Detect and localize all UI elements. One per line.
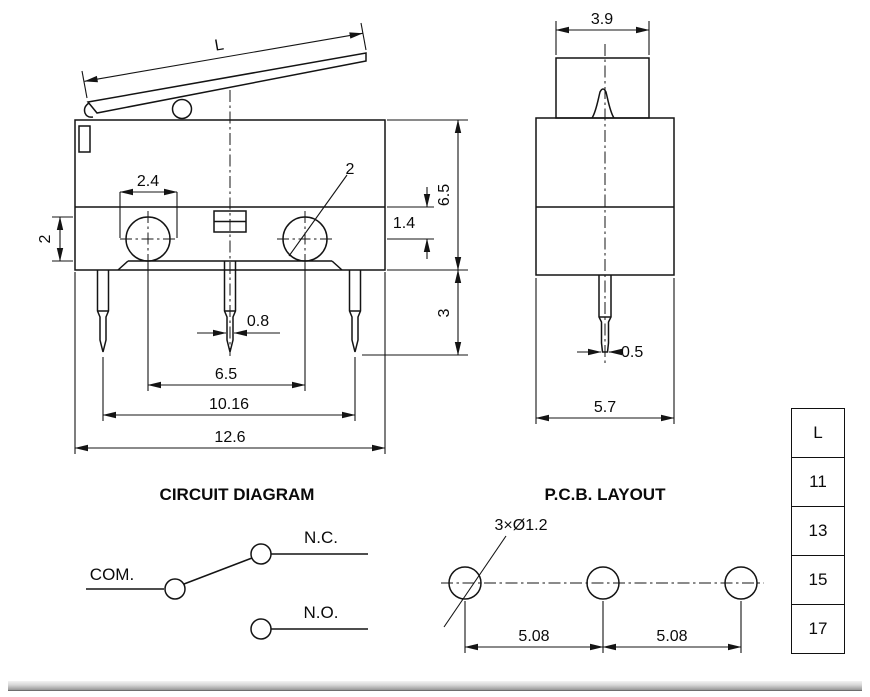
dim-body-width-label: 12.6 [214,429,245,446]
pcb-hole-right [724,566,758,600]
dim-pcb-pitch-left-label: 5.08 [518,628,549,645]
lever-table-row: 17 [792,604,844,653]
dim-body-width: 12.6 [74,272,386,454]
dim-pcb-pitch-right: 5.08 [602,601,742,653]
dim-hole-height-label: 2 [37,234,54,243]
dim-hole-diameter: 2 [288,161,355,257]
dim-outer-pin-pitch-label: 10.16 [209,396,249,413]
nc-terminal [250,543,272,565]
terminal-pins [96,261,362,353]
pin-right [348,270,362,353]
hole-note-leader [443,535,507,628]
pcb-hole-note: 3×Ø1.2 [495,517,548,534]
circuit-diagram: CIRCUIT DIAGRAM COM. N.C. N.O. [86,485,368,640]
dim-lever-length: L [81,22,367,99]
switch-blade [183,557,253,585]
dim-lever-width-label: 3.9 [591,11,613,28]
lever-table-row: 11 [792,457,844,506]
dim-pin-thickness: 0.5 [577,344,643,361]
dim-boss-width: 2.4 [119,173,178,238]
dim-body-height: 6.5 [387,119,468,271]
pcb-hole-left [448,566,482,600]
dim-hole-pitch: 6.5 [147,263,306,391]
dim-step-to-hole-center-label: 1.4 [393,215,415,232]
pin-left [96,270,110,353]
dim-pin-width-label: 0.8 [247,313,269,330]
dim-pin-length: 3 [362,269,468,356]
dim-pin-length-label: 3 [436,308,453,317]
front-centerlines [120,90,333,356]
circuit-title: CIRCUIT DIAGRAM [160,485,315,504]
plunger-side [591,88,615,119]
nc-label: N.C. [304,528,338,547]
dim-boss-width-label: 2.4 [137,173,159,190]
com-terminal [164,578,186,600]
dim-body-depth: 5.7 [535,278,675,424]
pcb-hole-middle [586,566,620,600]
lever-length-table: L 11 13 15 17 [791,408,845,654]
dim-pin-thickness-label: 0.5 [621,344,643,361]
dim-step-to-hole-center: 1.4 [387,187,434,259]
dim-pcb-pitch-right-label: 5.08 [656,628,687,645]
dim-pcb-pitch-left: 5.08 [464,601,604,653]
divider-bar [8,681,862,691]
dim-lever-width: 3.9 [555,11,650,55]
pcb-layout: P.C.B. LAYOUT 3×Ø1.2 5.08 5.08 [441,485,764,653]
dim-lever-length-label: L [213,36,225,54]
lever-table-row: 13 [792,506,844,555]
lever-table-header: L [813,423,823,442]
plunger-roller [171,98,193,120]
side-view: 3.9 0.5 5.7 [535,11,675,424]
dim-pin-width: 0.8 [197,313,280,337]
dim-outer-pin-pitch: 10.16 [102,357,356,421]
no-terminal [250,618,272,640]
dim-hole-height: 2 [37,216,73,262]
dim-hole-diameter-label: 2 [346,161,355,178]
pcb-title: P.C.B. LAYOUT [545,485,667,504]
dim-body-depth-label: 5.7 [594,399,616,416]
no-label: N.O. [304,603,339,622]
mount-slot [78,125,91,153]
dim-hole-pitch-label: 6.5 [215,366,237,383]
dim-body-height-label: 6.5 [436,184,453,206]
lever-table-row: 15 [792,555,844,604]
front-view: L 2.4 2 1.4 2 6.5 [37,22,468,454]
lever-hinge-curl [83,102,94,118]
lever-end-view [555,57,650,119]
com-label: COM. [90,565,134,584]
lever-arm [83,52,367,120]
